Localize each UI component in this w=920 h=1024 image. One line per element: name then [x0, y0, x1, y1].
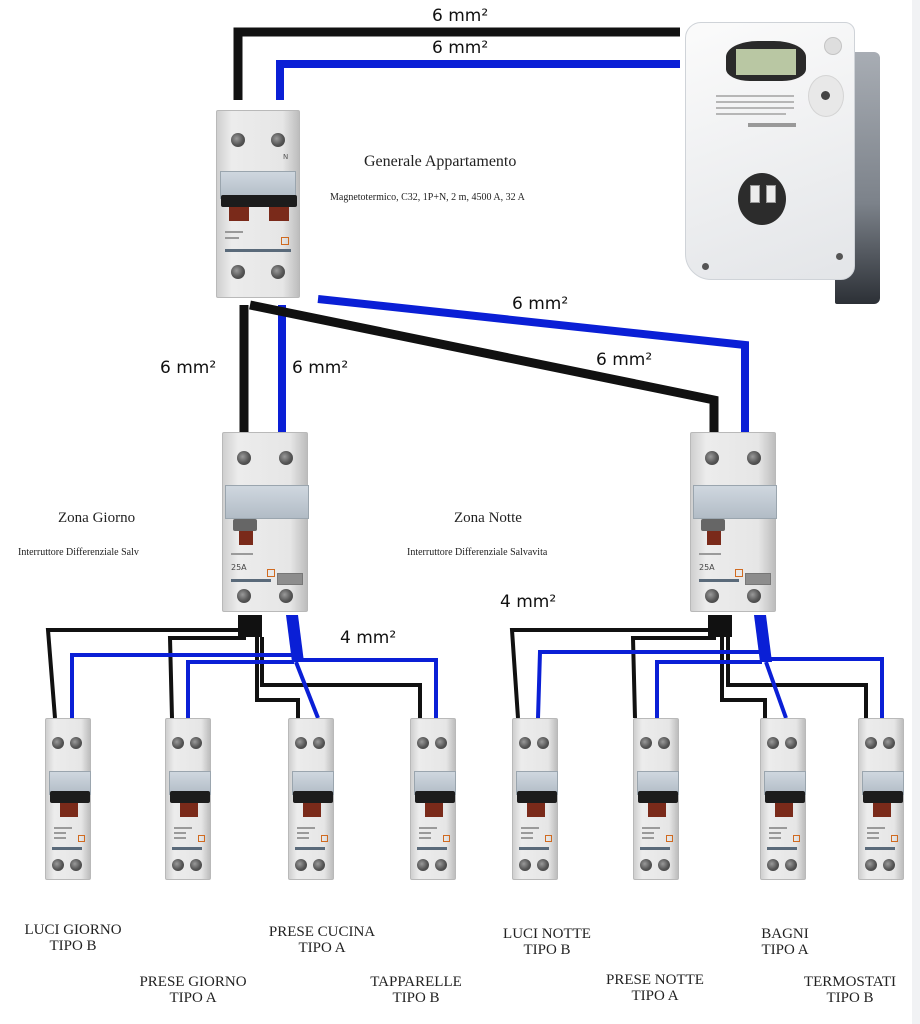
page-edge-strip — [912, 0, 920, 1024]
circuit-name: PRESE GIORNO — [139, 974, 247, 990]
wire-meter-phase — [233, 27, 680, 100]
notte-neutral-bus — [754, 615, 772, 662]
circuit-type: TIPO A — [298, 940, 346, 956]
wire-label-meter-neutral: 6 mm² — [432, 38, 489, 58]
circuit-type: TIPO B — [392, 990, 440, 1006]
zone-notte-title: Zona Notte — [454, 510, 522, 526]
wire-notte-phase — [249, 300, 719, 432]
wire-notte-neutral — [317, 295, 749, 432]
rcd-notte-rating-text: 25A — [699, 563, 715, 572]
circuit-breaker-6 — [633, 718, 679, 880]
main-breaker-spec: Magnetotermico, C32, 1P+N, 2 m, 4500 A, … — [330, 192, 525, 203]
giorno-branch-wires — [45, 615, 438, 719]
wire-label-notte-neutral: 6 mm² — [512, 294, 569, 314]
circuit-breaker-7 — [760, 718, 806, 880]
breaker-lever[interactable] — [517, 791, 557, 803]
circuit-type: TIPO B — [826, 990, 874, 1006]
rcd-zona-giorno: 25A — [222, 432, 309, 612]
breaker-lever[interactable] — [415, 791, 455, 803]
wire-label-meter-phase: 6 mm² — [432, 6, 489, 26]
circuit-breaker-8 — [858, 718, 904, 880]
rcd-notte-test-button[interactable] — [745, 573, 771, 585]
meter-button — [824, 37, 842, 55]
breaker-lever[interactable] — [765, 791, 805, 803]
circuit-breaker-4 — [410, 718, 456, 880]
wire-label-giorno-neutral: 6 mm² — [292, 358, 349, 378]
main-breaker-lever[interactable] — [221, 195, 297, 207]
zone-giorno-title: Zona Giorno — [58, 510, 136, 526]
electricity-meter-icon — [685, 22, 880, 304]
giorno-phase-bus — [238, 615, 262, 637]
main-breaker-title: Generale Appartamento — [364, 153, 517, 170]
rcd-giorno-rating-text: 25A — [231, 563, 247, 572]
rcd-zona-notte: 25A — [690, 432, 777, 612]
wire-label-notte-phase: 6 mm² — [596, 350, 653, 370]
meter-display — [736, 49, 796, 75]
rcd-notte-lever[interactable] — [701, 519, 725, 531]
breaker-lever[interactable] — [170, 791, 210, 803]
rcd-giorno-lever[interactable] — [233, 519, 257, 531]
main-breaker: N — [216, 110, 300, 298]
circuit-type: TIPO B — [49, 938, 97, 954]
circuit-name: PRESE CUCINA — [268, 924, 376, 940]
circuit-type: TIPO A — [631, 988, 679, 1004]
circuit-type: TIPO A — [169, 990, 217, 1006]
circuit-type: TIPO B — [523, 942, 571, 958]
notte-branch-wires — [509, 615, 884, 719]
circuit-breaker-3 — [288, 718, 334, 880]
neutral-mark: N — [283, 153, 289, 161]
circuit-breaker-5 — [512, 718, 558, 880]
wire-label-notte-branch: 4 mm² — [500, 592, 557, 612]
circuit-name: LUCI NOTTE — [503, 926, 591, 942]
breaker-lever[interactable] — [638, 791, 678, 803]
notte-phase-bus — [708, 615, 732, 637]
circuit-name: TAPPARELLE — [370, 974, 462, 990]
wire-label-giorno-phase: 6 mm² — [160, 358, 217, 378]
breaker-lever[interactable] — [50, 791, 90, 803]
circuit-name: LUCI GIORNO — [24, 922, 122, 938]
wire-label-giorno-branch: 4 mm² — [340, 628, 397, 648]
circuit-breaker-1 — [45, 718, 91, 880]
circuit-breaker-2 — [165, 718, 211, 880]
wire-meter-neutral — [276, 60, 680, 100]
meter-switch-housing — [738, 173, 786, 225]
circuit-name: BAGNI — [761, 926, 809, 942]
zone-giorno-subtitle: Interruttore Differenziale Salv — [18, 547, 139, 558]
circuit-name: PRESE NOTTE — [606, 972, 704, 988]
meter-led — [821, 91, 830, 100]
zone-notte-subtitle: Interruttore Differenziale Salvavita — [407, 547, 548, 558]
breaker-lever[interactable] — [863, 791, 903, 803]
giorno-neutral-bus — [286, 615, 304, 662]
circuit-type: TIPO A — [761, 942, 809, 958]
breaker-lever[interactable] — [293, 791, 333, 803]
rcd-giorno-test-button[interactable] — [277, 573, 303, 585]
circuit-name: TERMOSTATI — [803, 974, 897, 990]
